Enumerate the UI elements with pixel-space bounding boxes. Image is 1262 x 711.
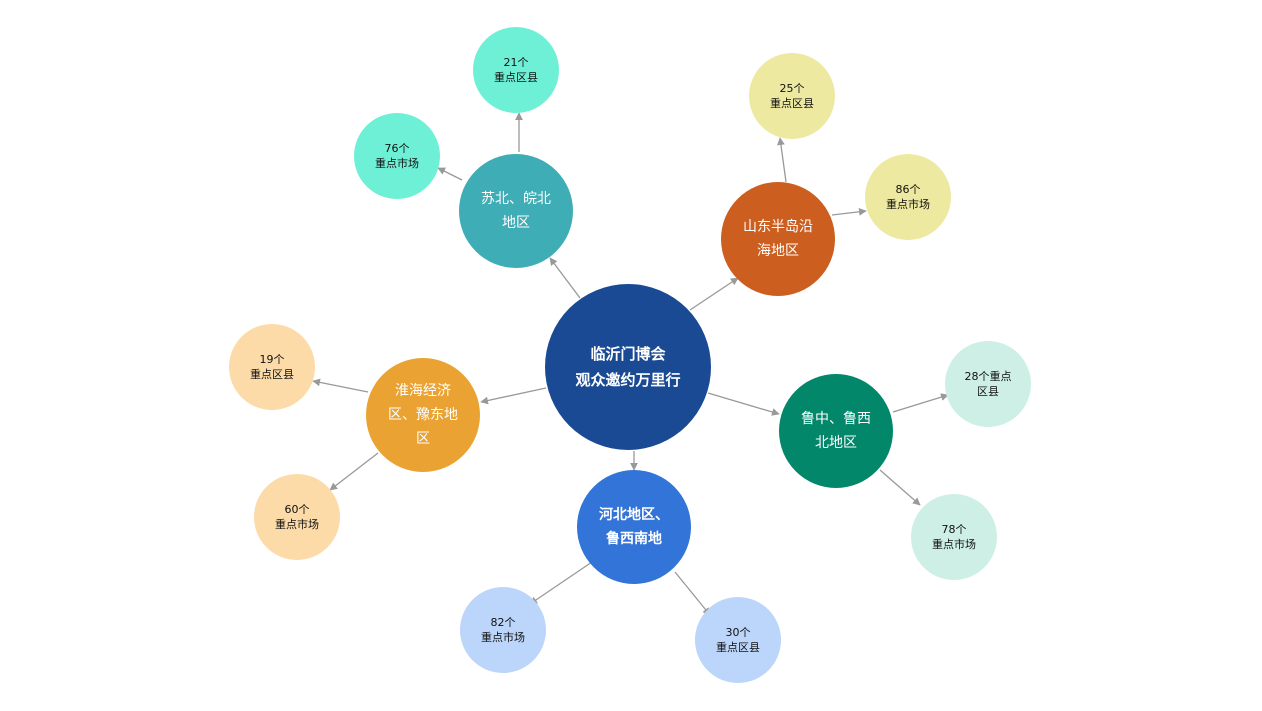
leaf-node-huaihai-counties: 19个 重点区县 <box>229 324 315 410</box>
region-label-line: 山东半岛沿 <box>743 219 813 235</box>
leaf-node-shandong-markets: 86个 重点市场 <box>865 154 951 240</box>
hub-node: 临沂门博会 观众邀约万里行 <box>545 284 711 450</box>
leaf-label: 重点区县 <box>494 71 538 84</box>
leaf-count: 25个 <box>779 82 805 95</box>
region-node-shandong: 山东半岛沿 海地区 <box>721 182 835 296</box>
region-label-line: 淮海经济 <box>395 383 451 399</box>
leaf-count: 19个 <box>259 353 285 366</box>
leaf-label: 重点市场 <box>932 538 976 551</box>
region-label-line: 海地区 <box>757 243 799 259</box>
region-label-line: 河北地区、 <box>599 507 669 523</box>
leaf-node-hebei-counties: 30个 重点区县 <box>695 597 781 683</box>
leaf-node-hebei-markets: 82个 重点市场 <box>460 587 546 673</box>
leaf-node-huaihai-markets: 60个 重点市场 <box>254 474 340 560</box>
leaf-label: 重点市场 <box>886 198 930 211</box>
leaf-node-subei-counties: 21个 重点区县 <box>473 27 559 113</box>
leaf-label: 重点区县 <box>770 97 814 110</box>
leaf-label: 重点区县 <box>250 368 294 381</box>
edge-hub-huaihai <box>480 387 547 405</box>
leaf-label: 重点市场 <box>375 157 419 170</box>
hub-label-line: 观众邀约万里行 <box>575 371 681 389</box>
leaf-node-shandong-counties: 25个 重点区县 <box>749 53 835 139</box>
leaf-node-subei-markets: 76个 重点市场 <box>354 113 440 199</box>
edge-subei-leaf-2 <box>437 167 463 181</box>
edge-hebei-leaf-2 <box>674 571 711 616</box>
leaf-count: 86个 <box>895 183 921 196</box>
region-label-line: 鲁西南地 <box>606 531 662 547</box>
region-label-line: 区、豫东地 <box>388 407 458 423</box>
leaf-label: 重点市场 <box>481 631 525 644</box>
edge-shandong-leaf-2 <box>831 207 867 216</box>
edge-huaihai-leaf-2 <box>329 452 379 491</box>
region-label-line: 区 <box>416 431 430 447</box>
edge-hub-shandong <box>689 277 739 311</box>
leaf-node-luzhong-markets: 78个 重点市场 <box>911 494 997 580</box>
edge-luzhong-leaf-2 <box>879 469 921 506</box>
region-node-subei: 苏北、皖北 地区 <box>459 154 573 268</box>
leaf-node-luzhong-counties: 28个重点 区县 <box>945 341 1031 427</box>
leaf-label: 重点区县 <box>716 641 760 654</box>
region-label-line: 鲁中、鲁西 <box>801 411 871 427</box>
leaf-count: 21个 <box>503 56 529 69</box>
edge-luzhong-leaf-1 <box>892 393 949 413</box>
edge-hub-luzhong <box>707 392 780 416</box>
edge-hebei-leaf-1 <box>529 561 593 605</box>
region-node-huaihai: 淮海经济 区、豫东地 区 <box>366 358 480 472</box>
region-label-line: 地区 <box>502 215 530 231</box>
region-label-line: 苏北、皖北 <box>481 191 551 207</box>
hub-label-line: 临沂门博会 <box>590 345 666 363</box>
region-node-luzhong: 鲁中、鲁西 北地区 <box>779 374 893 488</box>
leaf-count: 30个 <box>725 626 751 639</box>
region-label-line: 北地区 <box>815 435 857 451</box>
edge-shandong-leaf-1 <box>777 137 787 183</box>
leaf-label: 区县 <box>977 385 999 398</box>
leaf-label: 重点市场 <box>275 518 319 531</box>
leaf-count: 82个 <box>490 616 516 629</box>
leaf-count: 78个 <box>941 523 967 536</box>
edge-huaihai-leaf-1 <box>312 378 369 393</box>
leaf-count: 28个重点 <box>964 370 1012 383</box>
leaf-count: 76个 <box>384 142 410 155</box>
region-node-hebei: 河北地区、 鲁西南地 <box>577 470 691 584</box>
edge-hub-subei <box>549 257 581 299</box>
leaf-count: 60个 <box>284 503 310 516</box>
